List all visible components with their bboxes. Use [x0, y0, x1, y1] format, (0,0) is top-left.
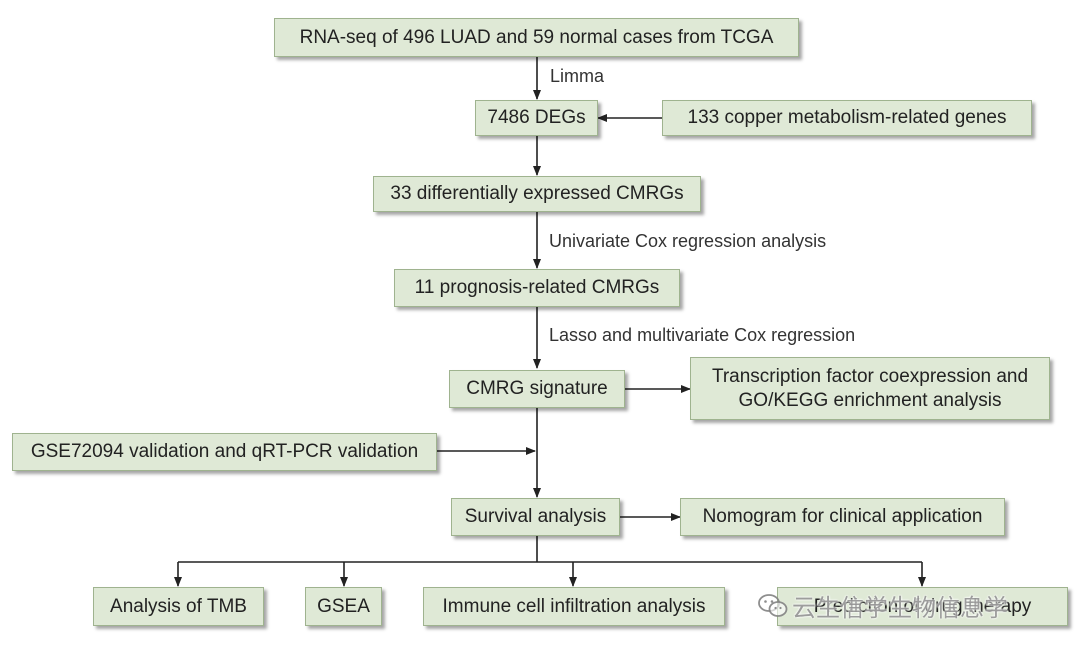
node-tf-enrichment: Transcription factor coexpression and GO…: [690, 357, 1050, 420]
wechat-icon: [758, 593, 788, 617]
node-drug: Prediction of drug therapy: [777, 587, 1068, 626]
edge-label-lasso: Lasso and multivariate Cox regression: [549, 325, 856, 345]
node-signature: CMRG signature: [449, 370, 625, 408]
watermark: 云生信学生物信息学: [758, 588, 1008, 623]
node-immune: Immune cell infiltration analysis: [423, 587, 725, 626]
node-nomogram: Nomogram for clinical application: [680, 498, 1005, 536]
node-survival: Survival analysis: [451, 498, 620, 536]
node-degs: 7486 DEGs: [475, 100, 598, 136]
node-gsea: GSEA: [305, 587, 382, 626]
edge-label-univariate: Univariate Cox regression analysis: [549, 231, 827, 251]
node-de-cmrgs: 33 differentially expressed CMRGs: [373, 176, 701, 212]
node-prog-cmrgs: 11 prognosis-related CMRGs: [394, 269, 680, 307]
node-rnaseq: RNA-seq of 496 LUAD and 59 normal cases …: [274, 18, 799, 57]
node-tf-line2: GO/KEGG enrichment analysis: [738, 389, 1002, 411]
node-validation: GSE72094 validation and qRT-PCR validati…: [12, 433, 437, 471]
node-tf-line1: Transcription factor coexpression and: [711, 365, 1029, 387]
edge-label-limma: Limma: [550, 66, 605, 86]
node-copper-genes: 133 copper metabolism-related genes: [662, 100, 1032, 136]
node-tmb: Analysis of TMB: [93, 587, 264, 626]
watermark-text: 云生信学生物信息学: [792, 595, 1008, 622]
